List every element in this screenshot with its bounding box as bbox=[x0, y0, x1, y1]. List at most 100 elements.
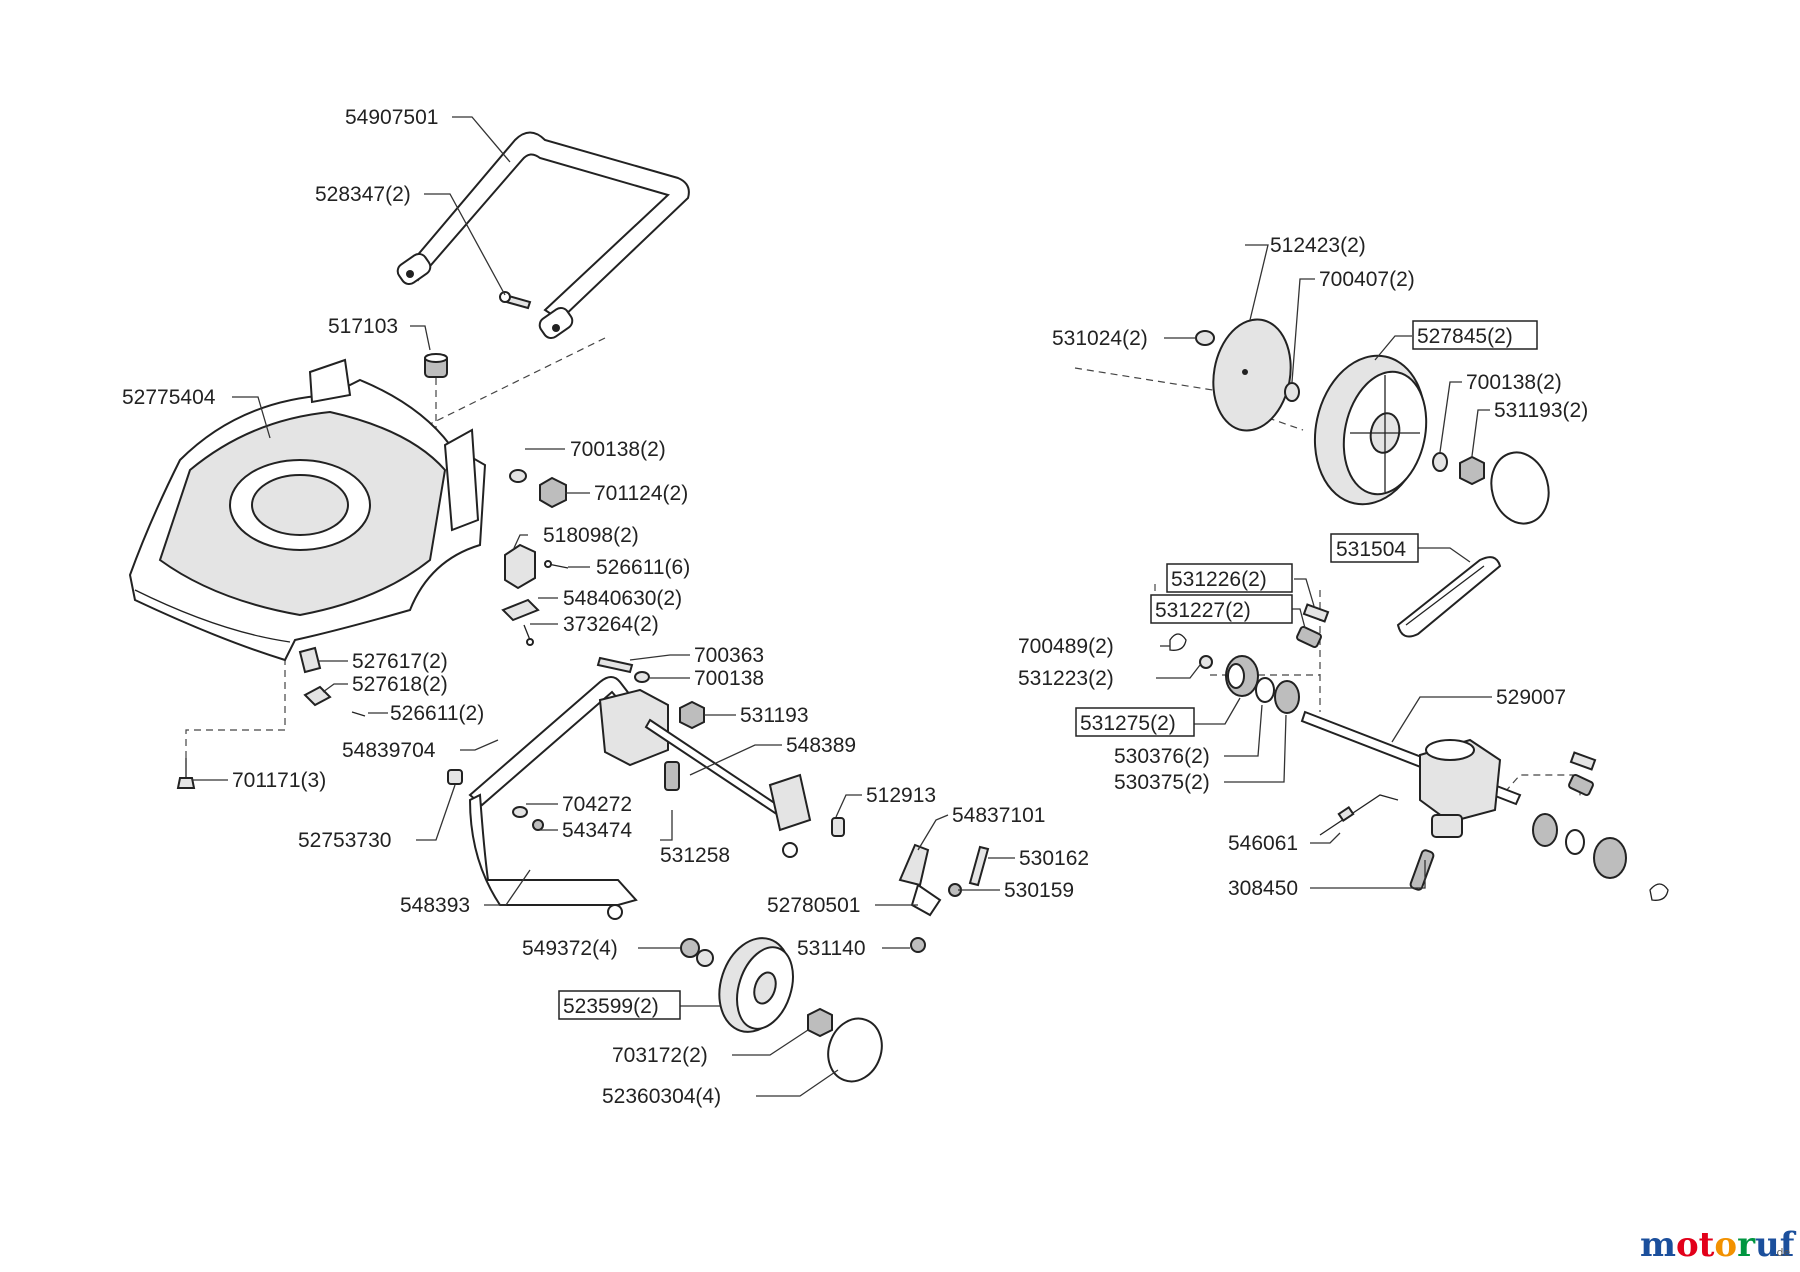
label-pin: 512913 bbox=[866, 784, 936, 807]
rear-wheel-drawing bbox=[1313, 354, 1428, 506]
logo-wordmark: motoruf bbox=[1640, 1225, 1797, 1265]
washer-e-drawing bbox=[1432, 452, 1448, 472]
label-pinion: 531275(2) bbox=[1080, 712, 1176, 735]
key-a-drawing bbox=[1302, 603, 1330, 623]
rear-axle-drawing bbox=[644, 718, 812, 858]
logo-letter: t bbox=[1699, 1225, 1715, 1265]
washer-b-drawing bbox=[634, 671, 650, 683]
label-washer-f: 531223(2) bbox=[1018, 667, 1114, 690]
bolt-b-drawing bbox=[596, 656, 634, 674]
label-lever-arm: 52780501 bbox=[767, 894, 860, 917]
logo-letter: o bbox=[1676, 1225, 1699, 1265]
pin-drawing bbox=[831, 817, 845, 837]
label-box-front-wheel bbox=[558, 990, 681, 1020]
label-belt: 531504 bbox=[1336, 538, 1406, 561]
nut-d-drawing bbox=[910, 937, 926, 953]
label-washer-b: 700138 bbox=[694, 667, 764, 690]
cable-rod-drawing bbox=[1319, 794, 1399, 836]
logo-letter: o bbox=[1714, 1225, 1737, 1265]
plug-drawing bbox=[424, 353, 448, 378]
label-box-key-a bbox=[1166, 563, 1293, 593]
spring-c-drawing bbox=[1409, 849, 1435, 891]
label-hubcap-front: 52360304(4) bbox=[602, 1085, 721, 1108]
bolt-a-drawing bbox=[176, 758, 196, 789]
logo-letter: u bbox=[1755, 1225, 1780, 1265]
label-ring-b: 530375(2) bbox=[1114, 771, 1210, 794]
label-washer-a: 700138(2) bbox=[570, 438, 666, 461]
label-gearbox: 529007 bbox=[1496, 686, 1566, 709]
label-washer-d: 531024(2) bbox=[1052, 327, 1148, 350]
plate-drawing bbox=[501, 598, 540, 622]
label-ring: 543474 bbox=[562, 819, 632, 842]
screw-c-drawing bbox=[351, 711, 366, 717]
rhs-parts-drawing bbox=[1532, 751, 1669, 901]
label-plug: 517103 bbox=[328, 315, 398, 338]
label-rear-wheel: 527845(2) bbox=[1417, 325, 1513, 348]
label-clip-c: 700489(2) bbox=[1018, 635, 1114, 658]
deck-drawing bbox=[128, 358, 487, 662]
label-bearing: 549372(4) bbox=[522, 937, 618, 960]
hub-disc-drawing bbox=[1212, 318, 1292, 432]
nut-e-drawing bbox=[807, 1007, 833, 1038]
label-washer-c: 704272 bbox=[562, 793, 632, 816]
pinion-drawing bbox=[1225, 655, 1259, 697]
hubcap-rear-drawing bbox=[1490, 451, 1550, 525]
axle-frame-drawing bbox=[468, 676, 669, 920]
label-bolt-c: 530162 bbox=[1019, 847, 1089, 870]
leader-lines bbox=[192, 116, 1492, 1097]
handle-drawing bbox=[396, 131, 690, 340]
label-spacer: 700407(2) bbox=[1319, 268, 1415, 291]
label-handle: 54907501 bbox=[345, 106, 438, 129]
label-clip-a: 527617(2) bbox=[352, 650, 448, 673]
logo-tld: .de bbox=[1773, 1246, 1790, 1259]
washer-c-drawing bbox=[512, 806, 528, 818]
label-bolt-b: 700363 bbox=[694, 644, 764, 667]
label-nut-c: 530159 bbox=[1004, 879, 1074, 902]
ring-drawing bbox=[532, 819, 544, 831]
spacer-drawing bbox=[1284, 382, 1300, 402]
nut-b-drawing bbox=[679, 700, 705, 730]
label-nut-f: 531193(2) bbox=[1494, 399, 1588, 422]
label-hinge: 518098(2) bbox=[543, 524, 639, 547]
spring-a-drawing bbox=[664, 761, 680, 791]
lever-drawing bbox=[898, 843, 930, 887]
label-box-spring-b bbox=[1150, 594, 1293, 624]
label-bolt-a: 701171(3) bbox=[232, 769, 326, 792]
label-plate: 54840630(2) bbox=[563, 587, 682, 610]
label-lever: 54837101 bbox=[952, 804, 1045, 827]
ring-b-drawing bbox=[1274, 680, 1300, 714]
bolt-c-drawing bbox=[968, 845, 990, 887]
label-front-wheel: 523599(2) bbox=[563, 995, 659, 1018]
label-nut-d: 531140 bbox=[797, 937, 866, 960]
label-spring-a: 531258 bbox=[660, 844, 730, 867]
label-box-pinion bbox=[1075, 707, 1195, 737]
logo-letter: m bbox=[1640, 1225, 1676, 1265]
screw-d-drawing bbox=[447, 769, 463, 785]
bearing-drawing bbox=[680, 938, 714, 967]
label-screw-b: 373264(2) bbox=[563, 613, 659, 636]
label-axle-frame: 54839704 bbox=[342, 739, 436, 762]
screw-a-drawing bbox=[544, 560, 569, 569]
label-handle-bolt: 528347(2) bbox=[315, 183, 411, 206]
label-nut-b: 531193 bbox=[740, 704, 809, 727]
label-spring-c: 308450 bbox=[1228, 877, 1298, 900]
label-washer-e: 700138(2) bbox=[1466, 371, 1562, 394]
label-box-rear-wheel bbox=[1412, 320, 1538, 350]
label-nut-a: 701124(2) bbox=[594, 482, 688, 505]
nut-f-drawing bbox=[1459, 455, 1485, 486]
logo-letter: r bbox=[1737, 1225, 1756, 1265]
motoruf-logo: motoruf .de bbox=[1640, 1225, 1797, 1265]
logo-letter: f bbox=[1780, 1225, 1797, 1265]
label-screw-d: 52753730 bbox=[298, 829, 391, 852]
spring-b-drawing bbox=[1296, 625, 1322, 649]
label-box-belt bbox=[1330, 533, 1419, 563]
hubcap-front-drawing bbox=[827, 1017, 883, 1083]
label-spring-b: 531227(2) bbox=[1155, 599, 1251, 622]
handle-bolt-drawing bbox=[499, 291, 532, 310]
label-clip-b: 527618(2) bbox=[352, 673, 448, 696]
hinge-drawing bbox=[504, 543, 536, 590]
part-labels: 54907501 528347(2) 517103 52775404 70013… bbox=[122, 106, 1588, 1108]
label-rear-axle: 548389 bbox=[786, 734, 856, 757]
label-boxes bbox=[558, 320, 1538, 1020]
